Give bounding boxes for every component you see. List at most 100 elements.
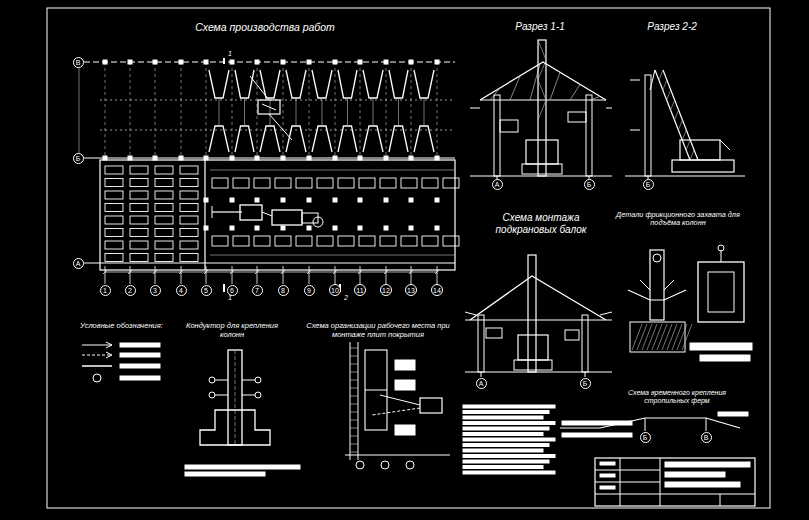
drawing-line: [600, 312, 612, 315]
drawing-rect: [395, 360, 415, 370]
drawing-rect: [204, 156, 208, 160]
drawing-path: [389, 70, 408, 98]
drawing-rect: [463, 444, 549, 447]
axis-label: А: [479, 380, 484, 387]
drawing-rect: [120, 376, 160, 380]
drawing-line: [105, 266, 106, 284]
drawing-rect: [255, 226, 259, 230]
drawing-circle: [255, 377, 261, 383]
drawing-rect: [384, 60, 388, 64]
drawing-rect: [486, 328, 502, 338]
drawing-path: [235, 70, 254, 98]
axis-label: 2: [128, 287, 132, 294]
drawing-line: [637, 324, 647, 350]
axis-label: 6: [230, 287, 234, 294]
axis-bubble: А: [476, 378, 487, 389]
drawing-rect: [230, 198, 234, 202]
drawing-line: [350, 444, 358, 445]
drawing-path: [286, 70, 306, 98]
axis-bubble: 10: [329, 284, 341, 296]
drawing-rect: [105, 204, 123, 212]
drawing-rect: [212, 178, 228, 188]
drawing-rect: [333, 60, 337, 64]
axis-label: 4: [179, 287, 183, 294]
drawing-path: [312, 126, 332, 152]
drawing-rect: [463, 422, 555, 425]
drawing-rect: [120, 353, 160, 357]
drawing-rect: [105, 254, 123, 262]
axis-bubble: 4: [176, 285, 187, 296]
axis-label: 12: [382, 287, 390, 294]
drawing-line: [181, 62, 182, 158]
drawing-path: [363, 70, 383, 98]
drawing-line: [465, 371, 612, 372]
drawing-line: [686, 140, 690, 150]
drawing-line: [632, 324, 642, 350]
drawing-line: [206, 266, 207, 284]
axis-bubble: 7: [252, 285, 263, 296]
axis-bubble: А: [73, 258, 84, 269]
drawing-rect: [522, 164, 562, 174]
drawing-rect: [180, 166, 198, 174]
drawing-rect: [665, 462, 750, 467]
drawing-line: [706, 418, 707, 431]
drawing-line: [570, 84, 580, 100]
drawing-line: [386, 62, 387, 158]
axis-bubble: 13: [405, 284, 417, 296]
drawing-line: [212, 206, 213, 218]
drawing-rect: [204, 226, 208, 230]
drawing-line: [411, 266, 412, 284]
drawing-line: [223, 284, 225, 292]
drawing-circle: [209, 377, 215, 383]
axis-bubble: 5: [201, 285, 212, 296]
drawing-path: [235, 126, 254, 152]
drawing-line: [257, 266, 258, 284]
drawing-line: [595, 482, 660, 483]
drawing-rect: [500, 120, 518, 132]
axis-label: 9: [307, 287, 311, 294]
drawing-line: [470, 108, 480, 109]
axis-bubble: 11: [354, 284, 366, 296]
drawing-rect: [463, 411, 549, 414]
drawing-line: [130, 266, 131, 284]
drawing-line: [380, 395, 420, 405]
drawing-rect: [359, 178, 375, 188]
drawing-line: [128, 270, 132, 274]
drawing-line: [269, 114, 292, 140]
drawing-rect: [518, 335, 548, 360]
drawing-line: [155, 266, 156, 284]
drawing-rect: [630, 322, 685, 352]
drawing-line: [235, 350, 236, 445]
drawing-line: [437, 62, 438, 158]
drawing-line: [130, 62, 131, 158]
drawing-rect: [230, 226, 234, 230]
drawing-line: [358, 270, 362, 274]
drawing-rect: [463, 471, 555, 474]
drawing-line: [206, 62, 207, 158]
axis-label: В: [76, 59, 81, 66]
drawing-rect: [562, 421, 632, 425]
drawing-line: [242, 380, 255, 381]
drawing-line: [179, 270, 183, 274]
drawing-rect: [435, 156, 439, 160]
drawing-rect: [358, 156, 362, 160]
drawing-line: [100, 130, 455, 131]
drawing-line: [257, 62, 258, 158]
drawing-line: [373, 98, 374, 126]
drawing-line: [672, 324, 682, 350]
drawing-line: [372, 408, 420, 415]
drawing-line: [595, 494, 755, 495]
drawing-line: [682, 130, 686, 140]
drawing-rect: [155, 179, 173, 187]
drawing-path: [560, 418, 740, 428]
drawing-line: [223, 58, 225, 64]
drawing-line: [465, 319, 612, 320]
drawing-line: [538, 60, 546, 80]
axis-bubble: 12: [380, 284, 392, 296]
drawing-rect: [384, 198, 388, 202]
drawing-line: [84, 263, 455, 264]
drawing-line: [690, 150, 694, 160]
drawing-line: [350, 428, 358, 429]
drawing-rect: [463, 460, 549, 463]
axis-label: Б: [587, 181, 592, 188]
